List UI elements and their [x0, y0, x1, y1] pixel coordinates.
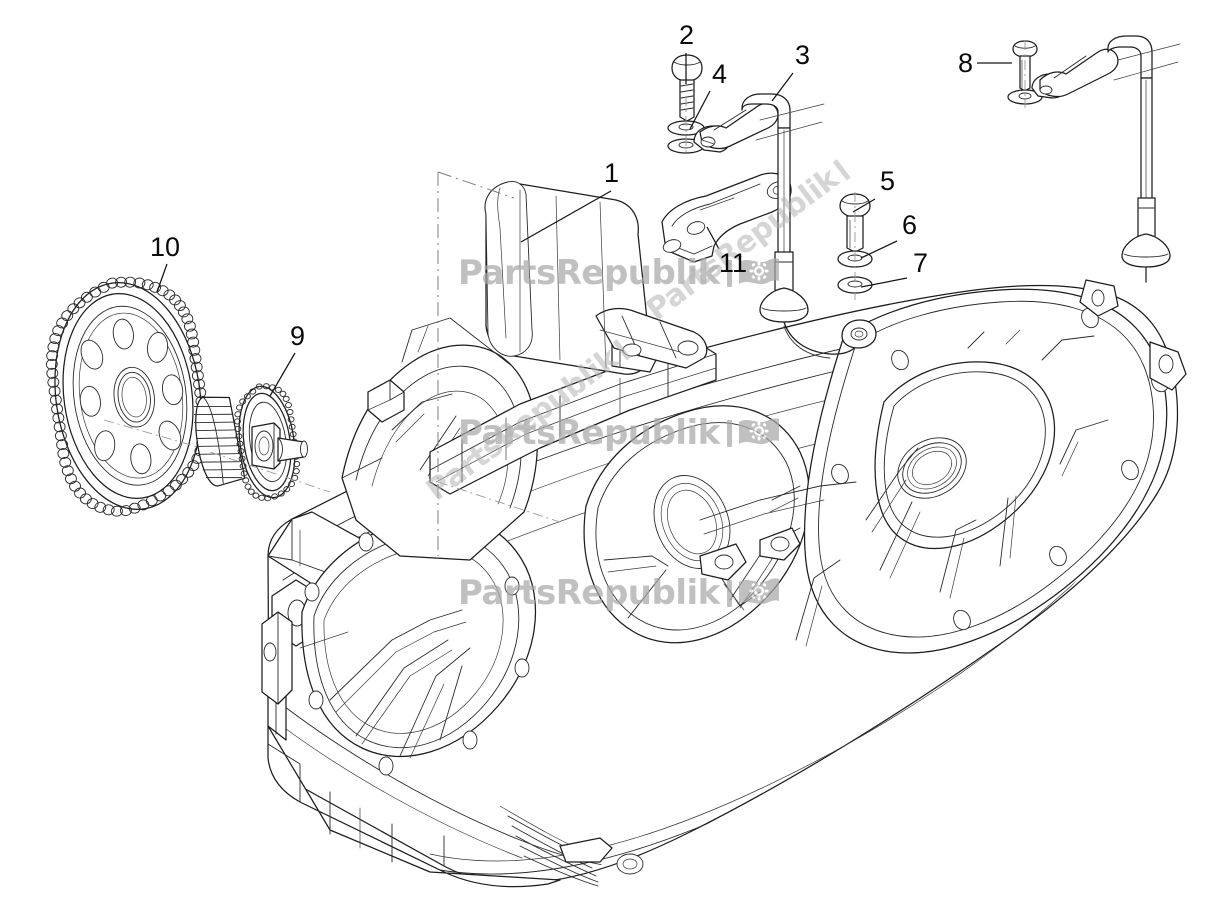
construction-lines	[437, 40, 1181, 556]
starter-driven-gear	[45, 276, 251, 517]
callout-label-2: 2	[679, 20, 695, 50]
callout-label-8: 8	[958, 48, 974, 78]
hex-flange-screw-5	[839, 193, 871, 253]
starter-cable-right	[1107, 35, 1171, 283]
callout-label-3: 3	[795, 40, 811, 70]
crankcase-housing	[261, 279, 1187, 888]
crankcase-mount-ear-left	[261, 611, 293, 705]
cable-ring-terminal-upper	[693, 102, 779, 153]
callout-label-6: 6	[902, 210, 918, 240]
callout-label-9: 9	[290, 321, 306, 351]
hex-flange-bolt-2	[671, 54, 703, 122]
battery-cable-3	[741, 93, 877, 359]
cable-ring-terminal-8	[1031, 48, 1119, 99]
callout-label-4: 4	[712, 59, 728, 89]
callout-label-5: 5	[880, 166, 896, 196]
callout-leaders	[156, 53, 1012, 397]
starter-motor	[484, 181, 708, 375]
callout-label-7: 7	[913, 248, 929, 278]
crankcase-sump	[267, 725, 644, 888]
starter-pinion-assembly	[193, 383, 331, 502]
crankcase-center-spine	[429, 343, 717, 495]
crankcase-mid-webs	[699, 481, 857, 647]
crankcase-right-bell	[803, 279, 1187, 654]
callout-label-10: 10	[150, 232, 181, 262]
callout-label-11: 11	[719, 248, 748, 278]
callout-label-1: 1	[604, 158, 620, 188]
